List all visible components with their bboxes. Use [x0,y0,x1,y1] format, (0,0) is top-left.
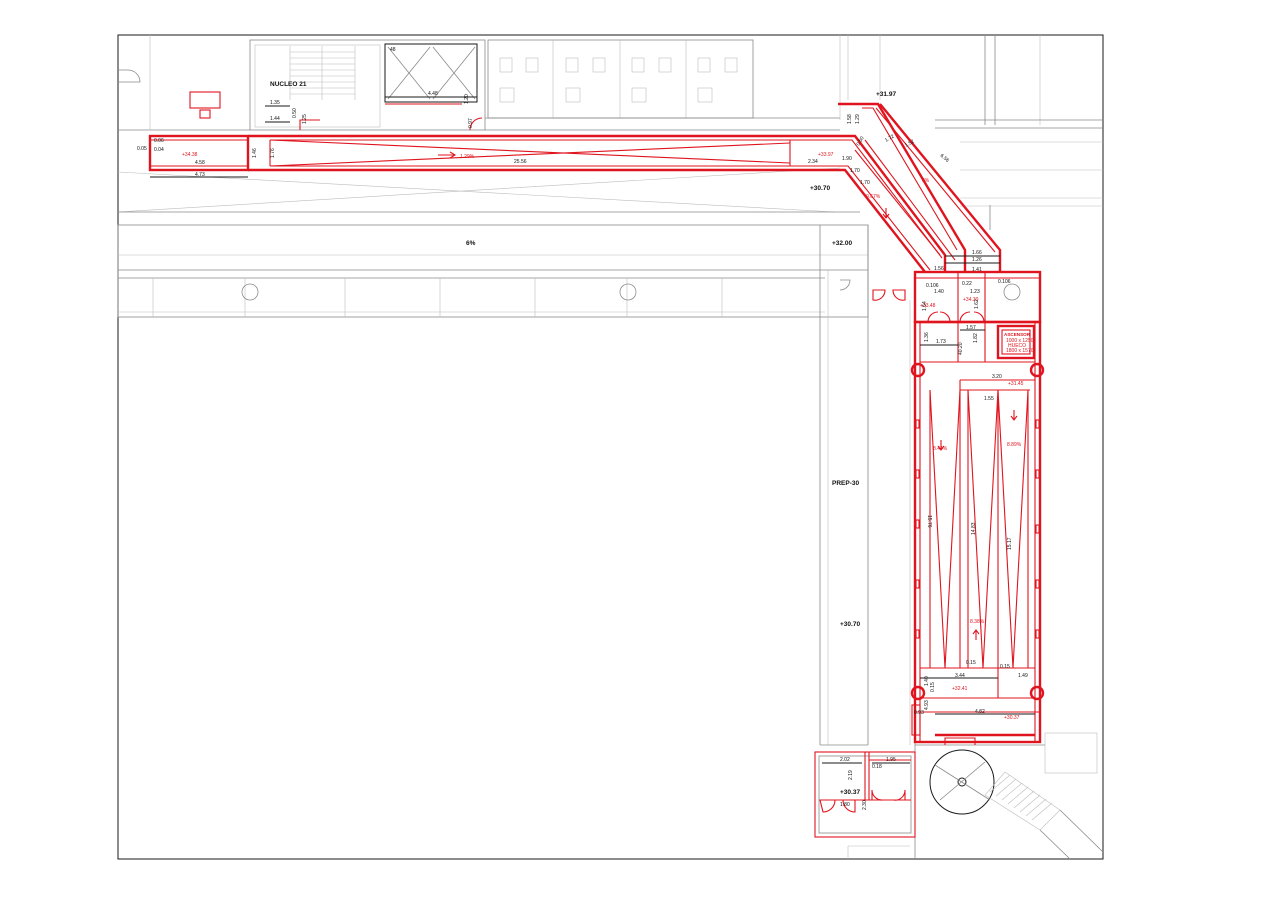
dim: 0.93 [914,710,924,716]
level-3037-bottom: +30.37 [840,789,860,796]
dim: 1.76 [270,148,276,158]
dim: 1.72 [884,134,896,144]
level-3430: +34.30 [963,297,979,303]
slope-838: 8.38% [970,619,985,625]
elevator-title: ASCENSOR [1004,332,1031,337]
dim: 0.04 [154,147,164,153]
dim: 3.20 [992,374,1002,380]
dim: 3.44 [955,673,965,679]
dim: 1.70 [850,168,860,174]
level-3197: +31.97 [876,91,896,98]
dim: 14.83 [971,522,977,535]
dim: 0.22 [962,281,972,287]
label-nucleo: NUCLEO 21 [270,81,307,88]
dim: 0.15 [1000,664,1010,670]
dim: 2.02 [840,757,850,763]
dim: 4.58 [195,160,205,166]
dim: 1.29 [855,114,861,124]
dim: 0.18 [872,764,882,770]
dim: 2.19 [848,770,854,780]
dim: 1.70 [860,180,870,186]
dim: 1.66 [972,250,982,256]
dim: 0.106 [926,283,939,289]
label-prep: PREP-30 [832,480,859,487]
dim: 1.58 [847,114,853,124]
dim: 1.90 [842,156,852,162]
room-labels: NUCLEO 21 48 PREP-30 6% [270,47,859,487]
dim: 0.50 [292,108,298,118]
dim: 0.05 [137,146,147,152]
dim: 4.93 [924,700,930,710]
dim: 1.80 [840,802,850,808]
slope-0: 0% [922,178,930,184]
dim: 0.06 [154,138,164,144]
dim: 1.82 [973,333,979,343]
dim: 0.15 [930,682,936,692]
dim: 15.17 [1007,537,1013,550]
slope-967: 9.67% [866,194,881,200]
dim: 1.73 [936,339,946,345]
context-geometry [117,35,1104,860]
slope-labels: 1.29% 0% 9.67% 8.44% 8.89% 8.38% [460,154,1022,625]
dim: 15.76 [926,515,932,528]
dim: 25.56 [514,159,527,165]
dim: 1.20 [464,94,470,104]
dim: 1.25 [302,114,308,124]
slope-844: 8.44% [933,446,948,452]
dim: 1.35 [270,100,280,106]
dim: 0.97 [468,118,474,128]
slope-889: 8.89% [1007,442,1022,448]
route-geometry [148,102,1045,838]
dim: 1.46 [252,148,258,158]
elevator-size: 1000 x 1250 [1006,338,1034,344]
dim: 1.23 [970,289,980,295]
dim: 1.40 [924,676,930,686]
dim: 2.34 [808,159,818,165]
dim: 1.57 [966,325,976,331]
elevator-shaft: HUECO [1008,343,1026,349]
dim: 1.56 [934,266,944,272]
label-room-48: 48 [390,47,396,53]
dim: 1.52 [904,139,916,149]
dim: 0.106 [998,279,1011,285]
level-3070-mid: +30.70 [840,621,860,628]
level-3037-right: +30.37 [1004,715,1020,721]
level-3145: +31.45 [1008,381,1024,387]
dim: 0.15 [966,660,976,666]
dim: 1.62 [974,299,980,309]
elevator-note: ASCENSOR 1000 x 1250 HUECO 1800 x 1570 [1004,332,1034,354]
level-3200: +32.00 [832,240,852,247]
dim: 1.36 [924,332,930,342]
level-3397: +33.97 [818,152,834,158]
level-3438: +34.38 [182,152,198,158]
dim: 1.55 [984,396,994,402]
level-labels: +34.38 +33.97 +31.97 +30.70 +32.00 +30.7… [182,91,1024,796]
dim: 40.20 [958,342,964,355]
dim: 1.95 [886,757,896,763]
dim: 4.73 [195,172,205,178]
spiral-stair [929,749,995,815]
dim: 2.30 [862,800,868,810]
level-3070-top: +30.70 [810,185,830,192]
dim: 1.54 [922,301,928,311]
dim: 4.82 [975,709,985,715]
dim: 4.48 [428,91,438,97]
label-slope-6: 6% [466,240,476,247]
dim: 6.56 [939,153,950,164]
level-3348: +33.48 [920,303,936,309]
elevator-shaft-size: 1800 x 1570 [1006,348,1034,354]
sheet-frame [117,34,1104,860]
dim: 1.44 [270,116,280,122]
dim: 0.50 [856,135,866,147]
dim: 1.26 [972,257,982,263]
level-3241: +32.41 [952,686,968,692]
dim: 1.49 [1018,673,1028,679]
dim: 1.41 [972,267,982,273]
slope-129: 1.29% [460,154,475,160]
dimension-labels: 1.35 4.48 1.44 0.50 1.25 0.97 1.20 0.06 … [137,91,1035,810]
dim: 1.40 [934,289,944,295]
equipment-symbol [189,91,221,109]
